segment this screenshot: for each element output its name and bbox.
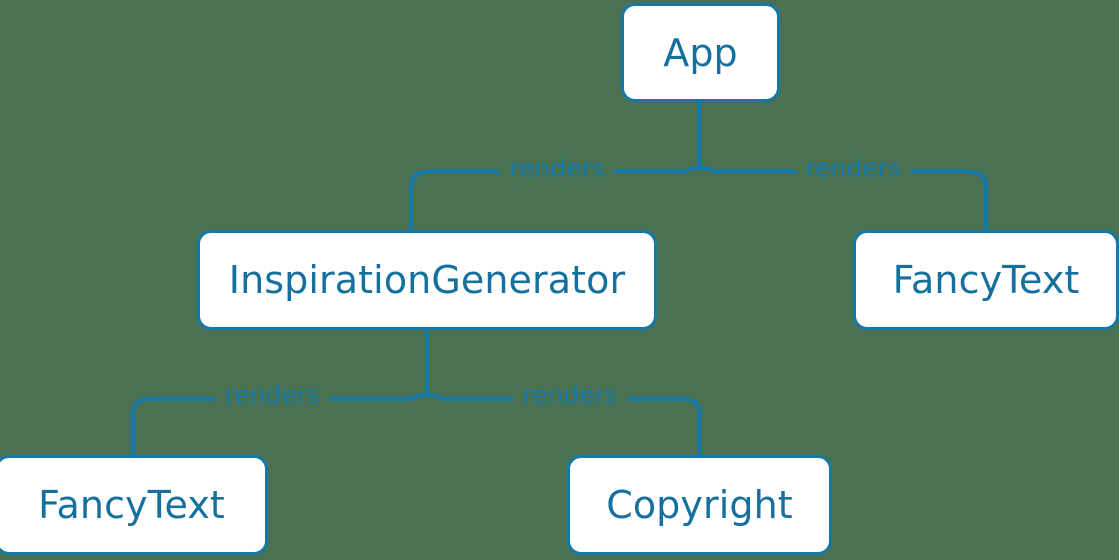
node-fancytext-right[interactable]: FancyText [853, 230, 1119, 330]
edge-inspiration-generator-to-copyright [426, 393, 702, 455]
edge-label-app-to-inspiration-generator: renders [500, 155, 614, 181]
edge-inspiration-generator-to-fancytext [131, 393, 428, 455]
node-app-label: App [663, 30, 738, 75]
edge-label-app-to-fancytext-right: renders [796, 155, 910, 181]
edge-app-to-fancytext-right [699, 166, 988, 230]
edge-label-inspiration-generator-to-copyright: renders [513, 382, 627, 408]
node-inspiration-generator[interactable]: InspirationGenerator [197, 230, 657, 330]
node-app[interactable]: App [621, 3, 780, 102]
node-fancytext-bottom-left-label: FancyText [38, 483, 225, 527]
node-fancytext-bottom-left[interactable]: FancyText [0, 455, 268, 555]
node-inspiration-generator-label: InspirationGenerator [228, 258, 626, 302]
edge-label-inspiration-generator-to-fancytext: renders [215, 382, 329, 408]
edge-app-to-inspiration-generator [409, 166, 701, 230]
node-copyright[interactable]: Copyright [567, 455, 832, 555]
node-fancytext-right-label: FancyText [892, 258, 1080, 302]
node-copyright-label: Copyright [606, 483, 793, 527]
